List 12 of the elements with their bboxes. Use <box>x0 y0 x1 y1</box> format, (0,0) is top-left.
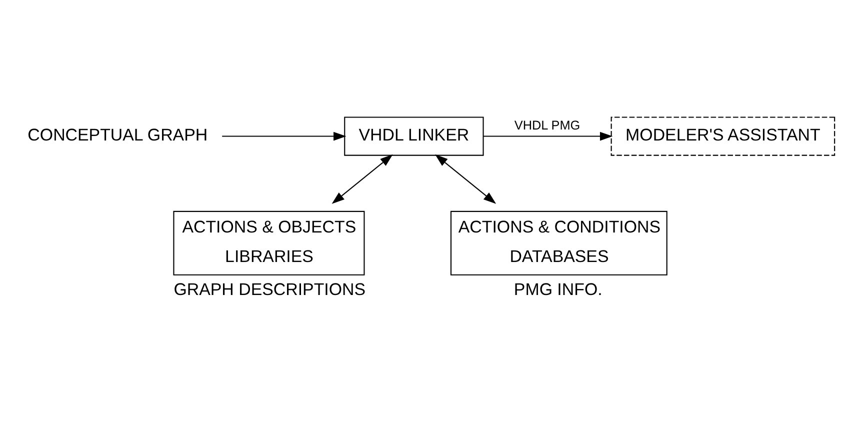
arrow <box>222 131 346 140</box>
arrow <box>482 131 612 140</box>
node-label: GRAPH DESCRIPTIONS <box>173 279 366 298</box>
arrow <box>434 154 496 204</box>
node-box: MODELER'S ASSISTANT <box>610 116 835 156</box>
node-box: ACTIONS & OBJECTS LIBRARIES <box>172 210 364 275</box>
arrow <box>331 154 392 204</box>
edge-label: VHDL PMG <box>514 118 580 132</box>
node-box: VHDL LINKER <box>344 116 484 156</box>
node-text: CONCEPTUAL GRAPH <box>27 124 208 144</box>
node-box: ACTIONS & CONDITIONS DATABASES <box>450 210 667 275</box>
node-label: PMG INFO. <box>513 279 602 298</box>
